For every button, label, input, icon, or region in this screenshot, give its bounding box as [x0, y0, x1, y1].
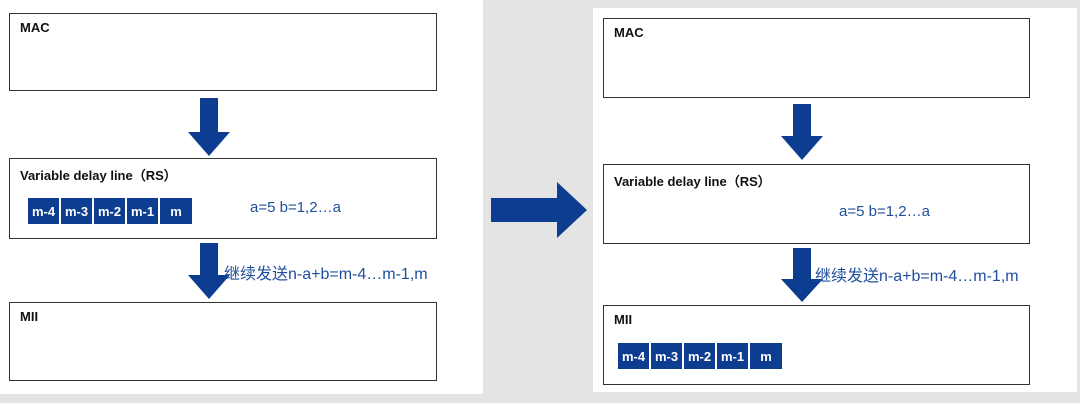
mii-label: MII — [20, 309, 39, 324]
rs-label: Variable delay line（RS） — [20, 168, 177, 183]
mii-box: MII — [9, 302, 437, 381]
frame-block: m-1 — [716, 342, 749, 370]
frame-blocks: m-4 m-3 m-2 m-1 m — [27, 197, 193, 225]
frame-block: m-3 — [650, 342, 683, 370]
mac-box: MAC — [9, 13, 437, 91]
param-text: a=5 b=1,2…a — [250, 199, 341, 216]
frame-block: m-1 — [126, 197, 159, 225]
continue-text: 继续发送n-a+b=m-4…m-1,m — [224, 266, 428, 283]
right-panel: MAC Variable delay line（RS） a=5 b=1,2…a … — [593, 8, 1077, 392]
down-arrow-icon — [781, 104, 823, 160]
down-arrow-icon — [188, 243, 230, 299]
continue-text: 继续发送n-a+b=m-4…m-1,m — [815, 268, 1019, 285]
mac-label: MAC — [20, 20, 50, 35]
rs-label: Variable delay line（RS） — [614, 174, 771, 189]
mii-box: MII m-4 m-3 m-2 m-1 m — [603, 305, 1030, 385]
frame-blocks: m-4 m-3 m-2 m-1 m — [617, 342, 783, 370]
frame-block: m-3 — [60, 197, 93, 225]
down-arrow-icon — [781, 248, 823, 302]
frame-block: m — [159, 197, 193, 225]
mac-box: MAC — [603, 18, 1030, 98]
right-arrow-icon — [491, 182, 587, 238]
frame-block: m-2 — [93, 197, 126, 225]
frame-block: m-4 — [617, 342, 650, 370]
mii-label: MII — [614, 312, 633, 327]
frame-block: m-2 — [683, 342, 716, 370]
frame-block: m-4 — [27, 197, 60, 225]
rs-box: Variable delay line（RS） m-4 m-3 m-2 m-1 … — [9, 158, 437, 239]
rs-box: Variable delay line（RS） a=5 b=1,2…a — [603, 164, 1030, 244]
down-arrow-icon — [188, 98, 230, 156]
left-panel: MAC Variable delay line（RS） m-4 m-3 m-2 … — [0, 0, 483, 394]
param-text: a=5 b=1,2…a — [839, 203, 930, 220]
frame-block: m — [749, 342, 783, 370]
mac-label: MAC — [614, 25, 644, 40]
